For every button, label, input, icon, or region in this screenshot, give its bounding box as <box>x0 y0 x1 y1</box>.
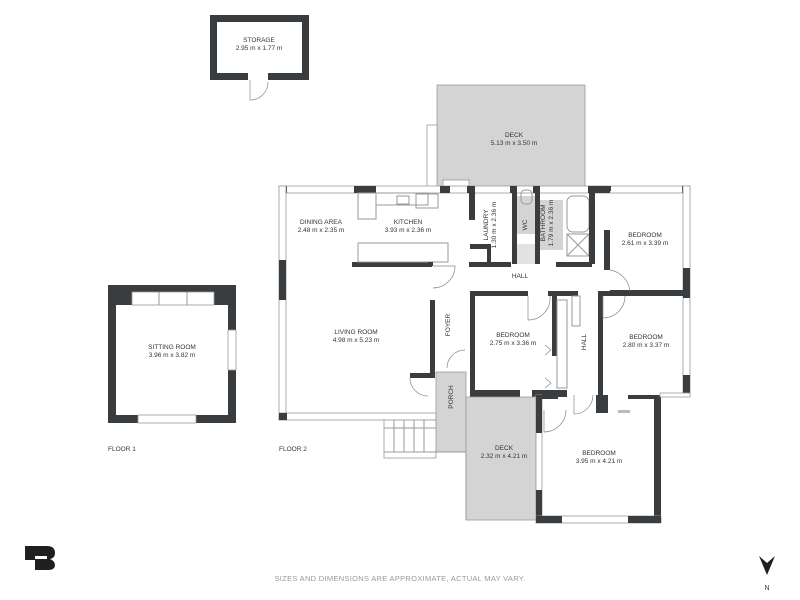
laundry-label: LAUNDRY <box>483 209 490 241</box>
deck-top-size: 5.13 m x 3.50 m <box>491 140 538 147</box>
bathroom-size: 1.79 m x 2.36 m <box>548 200 555 247</box>
sitting-room: SITTING ROOM 3.96 m x 3.82 m <box>108 285 237 424</box>
bathroom-label: BATHROOM <box>540 204 547 241</box>
disclaimer-footer: SIZES AND DIMENSIONS ARE APPROXIMATE, AC… <box>275 574 526 583</box>
kitchen-label: KITCHEN <box>394 219 423 226</box>
bedroom-e-label: BEDROOM <box>629 334 663 341</box>
living-room-size: 4.98 m x 5.23 m <box>333 337 380 344</box>
deck-top-label: DECK <box>505 132 524 139</box>
bedroom-s-size: 3.95 m x 4.21 m <box>576 458 623 465</box>
storage-size: 2.95 m x 1.77 m <box>236 45 283 52</box>
bedroom-mid-size: 2.75 m x 3.36 m <box>490 340 537 347</box>
deck-bottom-size: 2.32 m x 4.21 m <box>481 453 528 460</box>
north-arrow-icon <box>759 556 775 575</box>
foyer-label: FOYER <box>445 314 452 337</box>
main-house: DINING AREA 2.48 m x 2.35 m KITCHEN 3.93… <box>278 185 691 524</box>
brand-logo <box>25 546 55 570</box>
sitting-room-size: 3.96 m x 3.82 m <box>149 352 196 359</box>
bedroom-mid-label: BEDROOM <box>496 332 530 339</box>
dining-size: 2.48 m x 2.35 m <box>298 227 345 234</box>
deck-bottom-label: DECK <box>495 445 514 452</box>
porch-label: PORCH <box>448 385 455 409</box>
kitchen-size: 3.93 m x 2.36 m <box>385 227 432 234</box>
bedroom-s-label: BEDROOM <box>582 450 616 457</box>
bedroom-e-size: 2.80 m x 3.37 m <box>623 342 670 349</box>
bedroom-ne-size: 2.61 m x 3.39 m <box>622 240 669 247</box>
hall-side-label: HALL <box>581 333 588 350</box>
floor-1-label: FLOOR 1 <box>108 446 136 453</box>
living-room-label: LIVING ROOM <box>334 329 377 336</box>
floor-2-label: FLOOR 2 <box>279 446 307 453</box>
storage-label: STORAGE <box>243 37 275 44</box>
hall-top-label: HALL <box>512 273 529 280</box>
laundry-size: 1.30 m x 2.36 m <box>491 202 498 249</box>
north-label: N <box>764 585 769 592</box>
dining-label: DINING AREA <box>300 219 343 226</box>
sitting-room-label: SITTING ROOM <box>148 344 196 351</box>
deck-top: DECK 5.13 m x 3.50 m <box>426 84 586 191</box>
wc-label: WC <box>522 219 529 230</box>
storage-room: STORAGE 2.95 m x 1.77 m <box>210 15 309 101</box>
bedroom-ne-label: BEDROOM <box>628 232 662 239</box>
